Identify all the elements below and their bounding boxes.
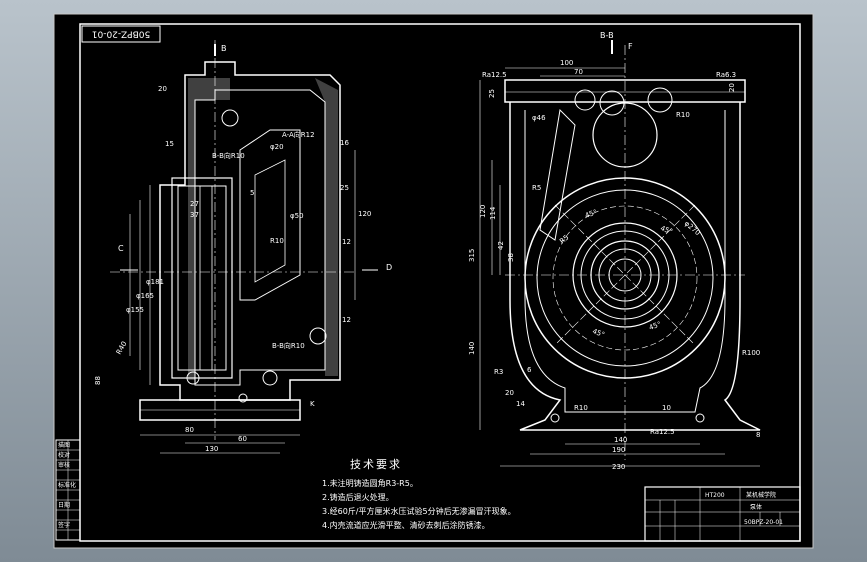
dim-label: 100 <box>560 59 573 67</box>
dim-label: 70 <box>574 68 583 76</box>
title-block-part-name: 泵体 <box>750 503 762 511</box>
title-block-school: 某机械学院 <box>746 491 776 499</box>
side-cell: 校对 <box>58 451 70 459</box>
roughness-flag: Ra12.5 <box>482 71 507 79</box>
dim-label: 8 <box>756 431 760 439</box>
dim-label: R100 <box>742 349 760 357</box>
dim-label: 20 <box>158 85 167 93</box>
dim-label: 25 <box>340 184 349 192</box>
dim-label: 10 <box>662 404 671 412</box>
side-column: 描图 校对 审核 标准化 日期 签字 <box>55 439 81 541</box>
dim-label: φ20 <box>270 143 284 151</box>
dim-label: 20 <box>728 83 736 92</box>
requirement-item: 1.未注明铸造圆角R3-R5。 <box>322 478 418 488</box>
dim-label-rotated: 45° <box>648 320 662 332</box>
dim-label: φ181 <box>146 278 164 286</box>
side-cell: 审核 <box>58 461 70 469</box>
side-cell: 签字 <box>58 521 70 529</box>
dim-label-rotated: 45° <box>659 224 673 236</box>
dim-label: 16 <box>340 139 349 147</box>
dim-label: 20 <box>505 389 514 397</box>
section-note: A-A向R12 <box>282 130 315 139</box>
dim-label: R5 <box>532 184 541 192</box>
code-box-text: 50BPZ-20-01 <box>92 29 150 39</box>
section-b-label: B <box>221 44 227 53</box>
title-block-drawing-no: 50BPZ-20-01 <box>744 519 783 526</box>
roughness-flag: Ra6.3 <box>716 71 736 79</box>
requirement-item: 2.铸造后退火处理。 <box>322 492 394 502</box>
dim-label: 38 <box>507 253 515 262</box>
dim-label: 140 <box>614 436 627 444</box>
requirements-title: 技术要求 <box>350 458 402 471</box>
dim-label: R10 <box>270 237 284 245</box>
view-c-label: C <box>118 244 124 253</box>
requirement-item: 3.经60斤/平方厘米水压试验5分钟后无渗漏冒汗现象。 <box>322 506 516 516</box>
section-bb-label: B-B <box>600 31 614 40</box>
dim-label: 120 <box>479 205 487 218</box>
section-note: B-B向R10 <box>212 151 245 160</box>
side-cell: 日期 <box>58 501 70 509</box>
dim-label: 190 <box>612 446 625 454</box>
dim-label: φ50 <box>290 212 304 220</box>
dim-label: R10 <box>676 111 690 119</box>
technical-requirements: 技术要求 1.未注明铸造圆角R3-R5。 2.铸造后退火处理。 3.经60斤/平… <box>322 458 516 530</box>
dim-label: φ155 <box>126 306 144 314</box>
right-section-view <box>479 40 761 467</box>
title-block-material: HT200 <box>705 492 725 499</box>
left-section-view <box>110 40 378 454</box>
dim-label: 120 <box>358 210 371 218</box>
dim-label: 5 <box>250 189 254 197</box>
view-k-label: K <box>310 400 315 408</box>
title-block-text: HT200 某机械学院 泵体 50BPZ-20-01 <box>705 491 783 526</box>
dim-label: 130 <box>205 445 218 453</box>
dim-label-rotated: 45° <box>584 208 598 220</box>
dim-label: φ46 <box>532 114 546 122</box>
dim-label: 14 <box>516 400 525 408</box>
dim-label: 37 <box>190 211 199 219</box>
dim-label: R3 <box>494 368 503 376</box>
dim-label: 12 <box>342 316 351 324</box>
dim-label: 315 <box>468 249 476 262</box>
dim-label: φ165 <box>136 292 154 300</box>
dim-label: 15 <box>165 140 174 148</box>
side-cell: 描图 <box>58 441 70 449</box>
dim-label: R10 <box>574 404 588 412</box>
code-box: 50BPZ-20-01 <box>81 25 161 43</box>
roughness-flag: Ra12.5 <box>650 428 675 436</box>
dim-label: 80 <box>185 426 194 434</box>
dim-label: 25 <box>488 89 496 98</box>
side-cell: 标准化 <box>58 481 76 489</box>
dim-label: 140 <box>468 342 476 355</box>
section-note: B-B向R10 <box>272 341 305 350</box>
dim-label-rotated: 88 <box>94 376 102 385</box>
requirement-item: 4.内壳流道应光滑平整、清砂去刺后涂防锈漆。 <box>322 520 490 530</box>
dim-label: 42 <box>497 241 505 250</box>
view-d-label: D <box>386 263 392 272</box>
title-block <box>644 486 801 542</box>
view-f-label: F <box>628 42 633 51</box>
dim-label-rotated: 45° <box>591 327 605 339</box>
dim-label: 230 <box>612 463 625 471</box>
dim-label: 114 <box>489 206 497 220</box>
dim-label: 12 <box>342 238 351 246</box>
dim-label: 6 <box>527 366 532 374</box>
drawing-frame <box>79 23 801 542</box>
dim-label: 60 <box>238 435 247 443</box>
sheet-border <box>53 13 814 549</box>
dim-label: 27 <box>190 200 199 208</box>
